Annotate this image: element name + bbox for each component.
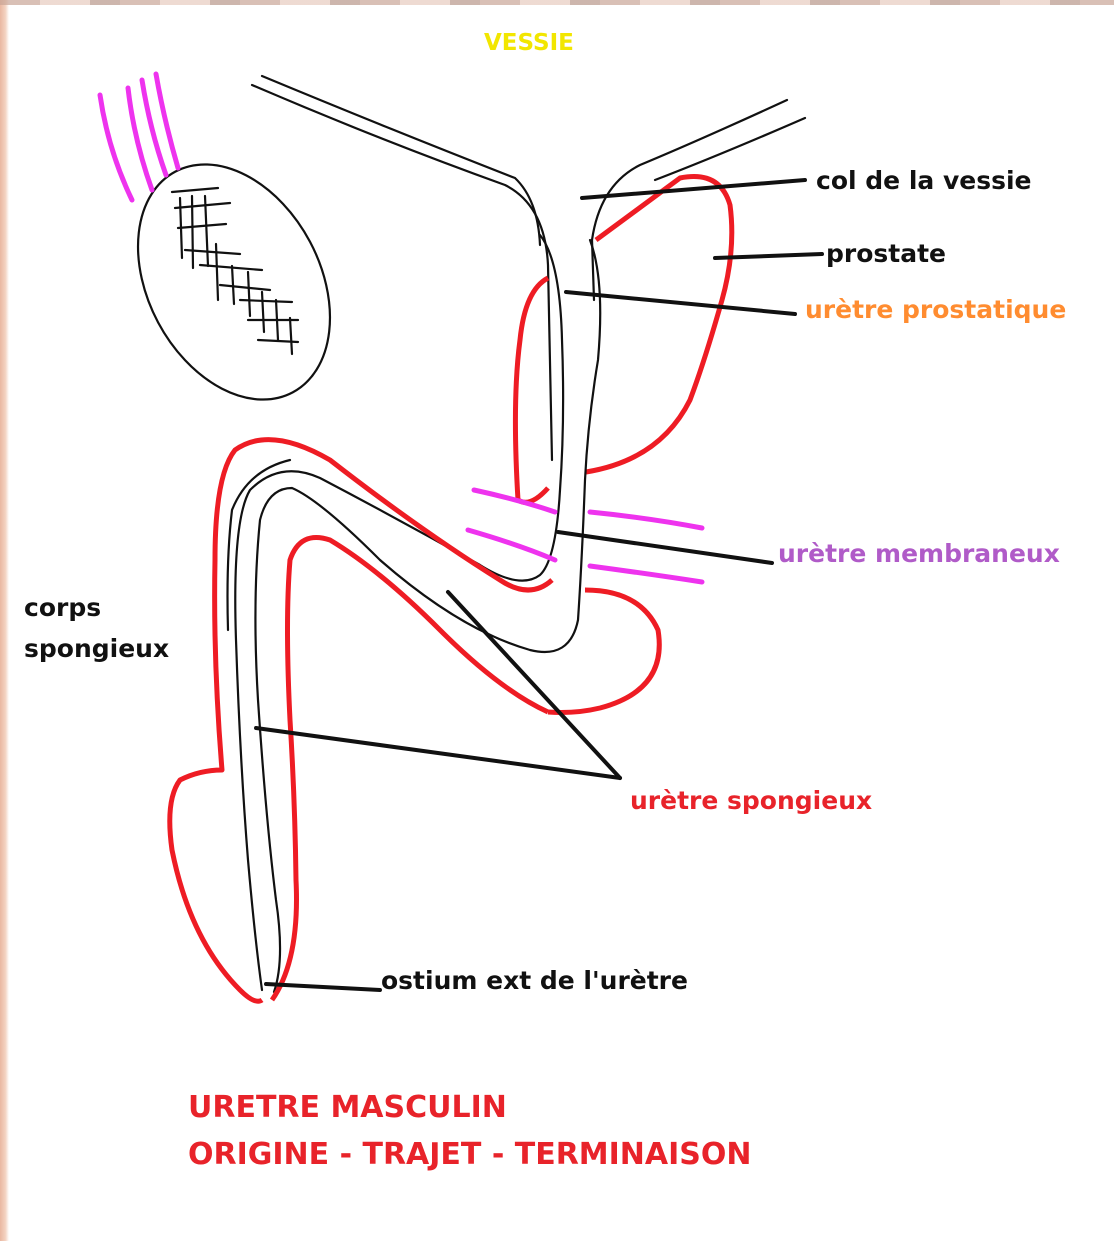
label-uretre-prostatique: urètre prostatique bbox=[805, 297, 1066, 322]
diagram-title: URETRE MASCULIN bbox=[188, 1093, 507, 1123]
label-vessie: VESSIE bbox=[484, 32, 574, 55]
diagram-subtitle: ORIGINE - TRAJET - TERMINAISON bbox=[188, 1140, 752, 1170]
label-prostate: prostate bbox=[826, 241, 946, 266]
pointer-lines bbox=[256, 180, 822, 990]
pubic-ligament bbox=[100, 74, 178, 200]
label-corps-spongieux-line2: spongieux bbox=[24, 636, 169, 661]
pointer-ostium bbox=[266, 984, 380, 990]
label-col-de-la-vessie: col de la vessie bbox=[816, 168, 1032, 193]
label-uretre-membraneux: urètre membraneux bbox=[778, 541, 1060, 566]
pointer-uretre-spongieux-a bbox=[448, 592, 620, 778]
bladder-outline bbox=[252, 76, 805, 460]
prostate-outline bbox=[586, 177, 732, 472]
urethra-channel bbox=[228, 235, 601, 992]
prostate-left-lobe bbox=[515, 278, 548, 502]
pubic-bone bbox=[99, 131, 368, 432]
label-corps-spongieux-line1: corps bbox=[24, 595, 101, 620]
label-ostium: ostium ext de l'urètre bbox=[381, 968, 688, 993]
pointer-uretre-membraneux bbox=[558, 532, 772, 563]
pointer-uretre-spongieux-b bbox=[256, 728, 620, 778]
corpus-spongiosum bbox=[170, 440, 660, 1002]
label-uretre-spongieux: urètre spongieux bbox=[630, 788, 872, 813]
